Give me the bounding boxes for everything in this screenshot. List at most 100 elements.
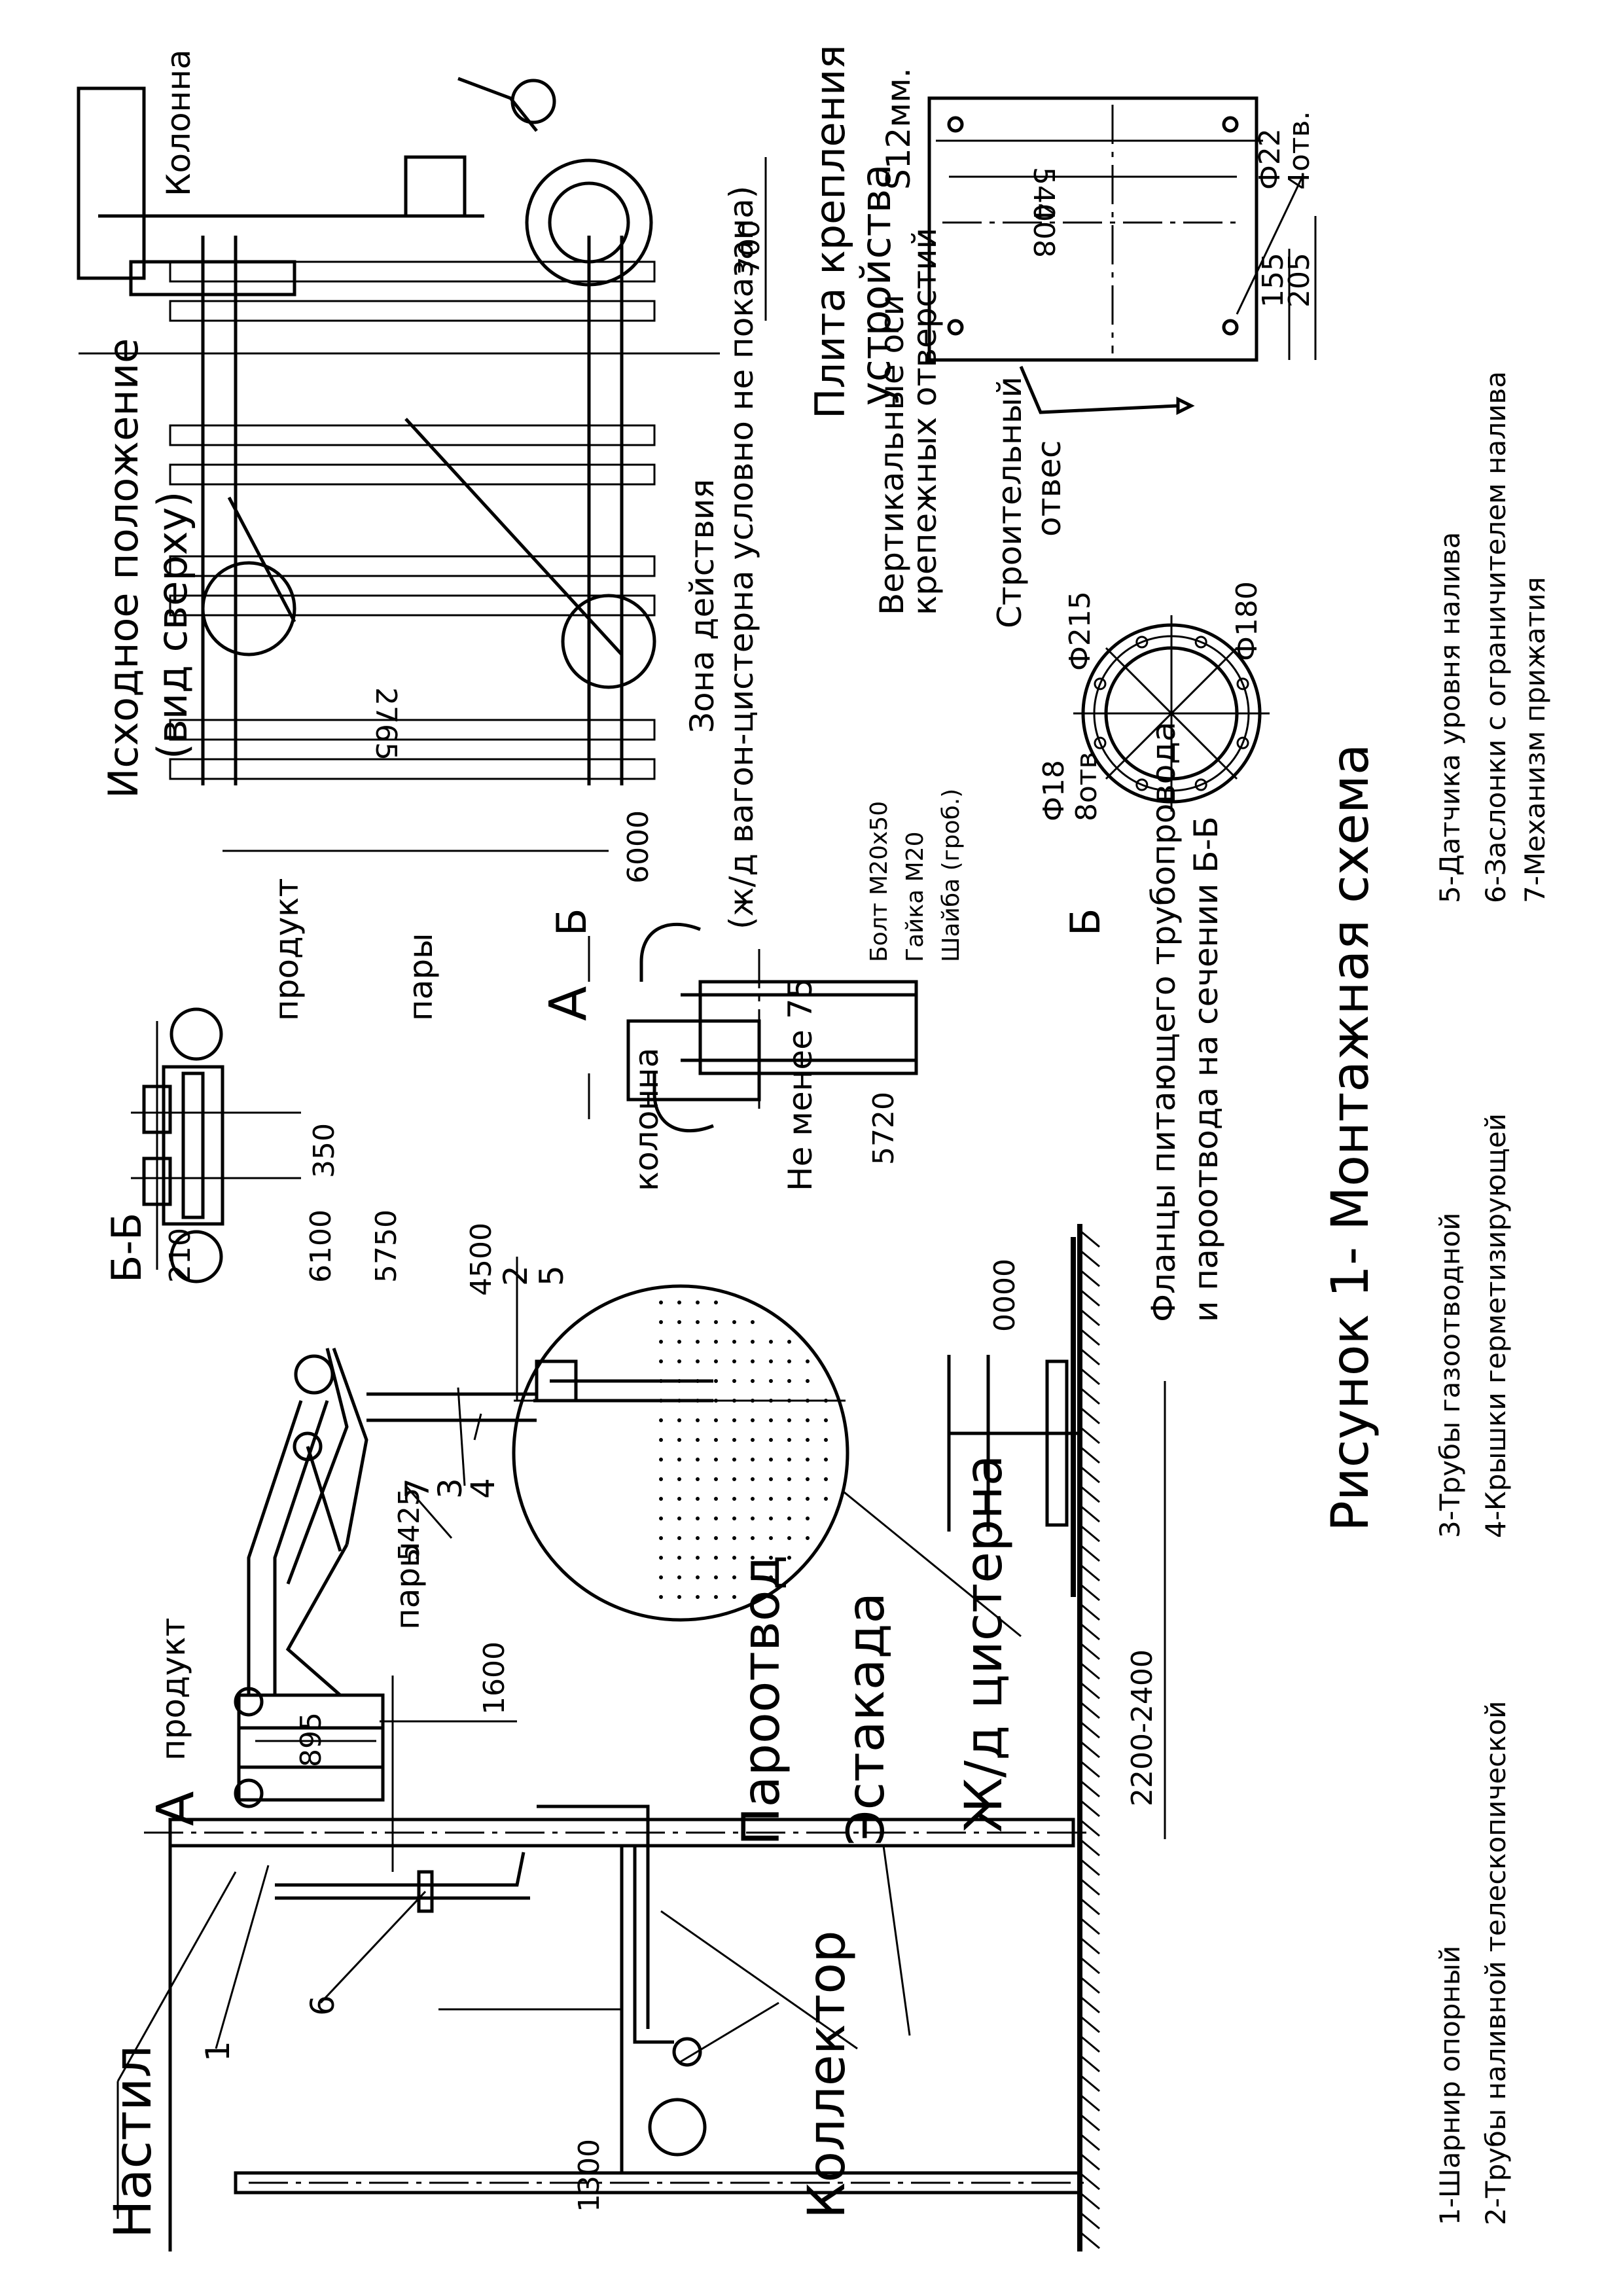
callout-3: 3 <box>431 1478 469 1499</box>
liquid-dot <box>824 1497 828 1501</box>
liquid-dot <box>769 1340 773 1344</box>
callout-6: 6 <box>304 1995 342 2016</box>
section-bb <box>131 1007 301 1283</box>
plate-title-2: устройства <box>852 164 900 406</box>
sleeper <box>169 555 656 577</box>
top-view-title-1: Исходное положение <box>99 338 147 798</box>
detail-a <box>588 922 918 1133</box>
hatch-line <box>1079 2191 1100 2210</box>
label-pary-main: пары <box>389 1541 427 1630</box>
hatch-line <box>1079 1857 1100 1876</box>
liquid-dot <box>787 1399 791 1403</box>
label-gaika: Гайка М20 <box>902 831 929 962</box>
liquid-dot <box>659 1340 663 1344</box>
liquid-dot <box>659 1438 663 1442</box>
liquid-dot <box>787 1536 791 1540</box>
liquid-dot <box>751 1477 755 1481</box>
bolt-hole <box>1094 677 1107 691</box>
liquid-dot <box>659 1379 663 1383</box>
liquid-dot <box>824 1477 828 1481</box>
liquid-dot <box>751 1379 755 1383</box>
liquid-dot <box>806 1497 810 1501</box>
label-kolonna-a: колонна <box>628 1048 666 1191</box>
zone-label-2: (ж/д вагон-цистерна условно не показана) <box>722 186 760 929</box>
hatch-line <box>1079 2132 1100 2151</box>
hatch-line <box>1079 1308 1100 1327</box>
hatch-line <box>1079 1445 1100 1464</box>
main-dimensions <box>255 1257 1166 2011</box>
hatch-line <box>1079 2113 1100 2132</box>
legend-item-4: 4-Крышки герметизирующей <box>1480 1113 1512 1538</box>
liquid-dot <box>677 1575 681 1579</box>
trestle-frame <box>144 1818 1086 2251</box>
hatch-line <box>1079 1249 1100 1268</box>
liquid-dot <box>714 1320 718 1324</box>
liquid-dot <box>732 1418 736 1422</box>
legend-item-3: 3-Трубы газоотводной <box>1434 1213 1466 1538</box>
liquid-dot <box>714 1556 718 1560</box>
label-estakada: Эстакада <box>837 1592 896 1846</box>
liquid-dot <box>696 1595 700 1599</box>
ground-hatching <box>1077 1224 1100 2251</box>
liquid-dot <box>714 1399 718 1403</box>
detail-a-caption-1: Фланцы питающего трубопровода <box>1145 721 1183 1322</box>
liquid-dot <box>714 1575 718 1579</box>
main-view <box>116 1224 1166 2251</box>
liquid-dot <box>751 1536 755 1540</box>
dim-1300: 1300 <box>573 2139 606 2212</box>
sleeper <box>169 594 656 617</box>
hatch-line <box>1079 1543 1100 1562</box>
callout-4: 4 <box>464 1478 502 1499</box>
sleeper <box>169 463 656 486</box>
liquid-dot <box>677 1320 681 1324</box>
liquid-dot <box>659 1536 663 1540</box>
hatch-line <box>1079 1465 1100 1484</box>
liquid-dot <box>659 1359 663 1363</box>
hatch-line <box>1079 1347 1100 1366</box>
hatch-line <box>1079 1661 1100 1680</box>
label-d215: Ф215 <box>1063 591 1097 671</box>
liquid-dot <box>714 1595 718 1599</box>
hatch-line <box>1079 1622 1100 1641</box>
liquid-dot <box>677 1458 681 1462</box>
hatch-line <box>1079 2015 1100 2034</box>
hatch-line <box>1079 1583 1100 1602</box>
liquid-dot <box>751 1458 755 1462</box>
liquid-dot <box>751 1575 755 1579</box>
liquid-dot <box>732 1516 736 1520</box>
dim-2765: 2765 <box>369 687 402 761</box>
dim-5750: 5750 <box>370 1210 403 1283</box>
rail-tank <box>512 1284 849 1622</box>
liquid-dot <box>787 1418 791 1422</box>
liquid-dot <box>787 1438 791 1442</box>
liquid-dot <box>714 1300 718 1304</box>
hatch-line <box>1079 2231 1100 2250</box>
hatch-line <box>1079 1720 1100 1739</box>
legend-item-5: 5-Датчика уровня налива <box>1434 532 1466 903</box>
hatch-line <box>1079 2211 1100 2230</box>
dim-6100: 6100 <box>304 1210 338 1283</box>
sleeper <box>169 260 656 283</box>
liquid-dot <box>806 1516 810 1520</box>
label-ne-menee: Не менее 75 <box>781 978 819 1191</box>
hatch-line <box>1079 1268 1100 1287</box>
liquid-dot <box>696 1497 700 1501</box>
hatch-line <box>1079 1740 1100 1759</box>
liquid-dot <box>769 1359 773 1363</box>
hatch-line <box>1079 2034 1100 2053</box>
liquid-dot <box>696 1300 700 1304</box>
liquid-dot <box>659 1300 663 1304</box>
liquid-dot <box>696 1359 700 1363</box>
hatch-line <box>1079 1288 1100 1307</box>
bolt-hole <box>1236 677 1249 691</box>
label-produkt-bb: продукт <box>268 878 306 1021</box>
liquid-dot <box>696 1418 700 1422</box>
liquid-dot <box>806 1418 810 1422</box>
section-bb-title: Б-Б <box>103 1213 151 1283</box>
liquid-dot <box>787 1379 791 1383</box>
liquid-dot <box>659 1458 663 1462</box>
liquid-dot <box>732 1477 736 1481</box>
liquid-dot <box>769 1536 773 1540</box>
liquid-dot <box>677 1516 681 1520</box>
